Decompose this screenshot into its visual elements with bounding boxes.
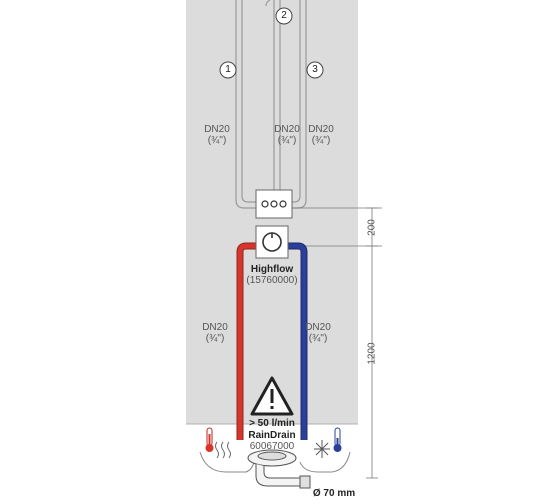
- diverter-box: [255, 189, 293, 219]
- highflow-code: (15760000): [246, 275, 298, 286]
- dimension-upper-label: 200: [366, 219, 378, 236]
- cold-supply-inch-label: (¾"): [308, 333, 328, 344]
- drain-fitting: [247, 449, 311, 489]
- cold-basin-outline: [299, 451, 351, 473]
- pipe-3-size-label: DN20: [308, 124, 334, 135]
- pipe-1-marker-circle: [219, 61, 237, 79]
- pipe-1-number: 1: [225, 64, 231, 75]
- cold-supply-size-label: DN20: [305, 322, 331, 333]
- drain-diameter-label: Ø 70 mm: [312, 488, 356, 499]
- hot-basin-outline: [199, 451, 255, 473]
- diverter-dot: [279, 200, 287, 208]
- hot-supply-size-label: DN20: [202, 322, 228, 333]
- highflow-box: [255, 225, 289, 259]
- pipe-2-marker-circle: [275, 7, 293, 25]
- drain-flow-label: > 50 l/min: [249, 418, 295, 429]
- pipe-1-inch-label: (¾"): [207, 135, 227, 146]
- drain-name: RainDrain: [248, 430, 296, 441]
- cold-supply-pipe: [286, 242, 308, 440]
- pipe-3-marker-circle: [306, 61, 324, 79]
- pipe-1-size-label: DN20: [204, 124, 230, 135]
- cold-thermometer-icon: [333, 427, 342, 452]
- hot-supply-pipe: [236, 242, 258, 440]
- diverter-dot: [261, 200, 269, 208]
- highflow-name: Highflow: [250, 264, 294, 275]
- warning-icon: [250, 376, 294, 416]
- pipe-3-number: 3: [312, 64, 318, 75]
- dimension-lines: [292, 207, 382, 479]
- hot-supply-inch-label: (¾"): [205, 333, 225, 344]
- dimension-lower-label: 1200: [366, 342, 378, 365]
- hot-thermometer-icon: [205, 427, 214, 452]
- cold-snowflake-icon: [314, 440, 330, 458]
- pipe-2-inch-label: (¾"): [277, 135, 297, 146]
- pipe-2-size-label: DN20: [274, 124, 300, 135]
- pipe-3-inch-label: (¾"): [311, 135, 331, 146]
- pipe-2-number: 2: [281, 10, 287, 21]
- diverter-dot: [270, 200, 278, 208]
- steam-icon: [215, 441, 231, 459]
- drain-code: 60067000: [249, 441, 295, 452]
